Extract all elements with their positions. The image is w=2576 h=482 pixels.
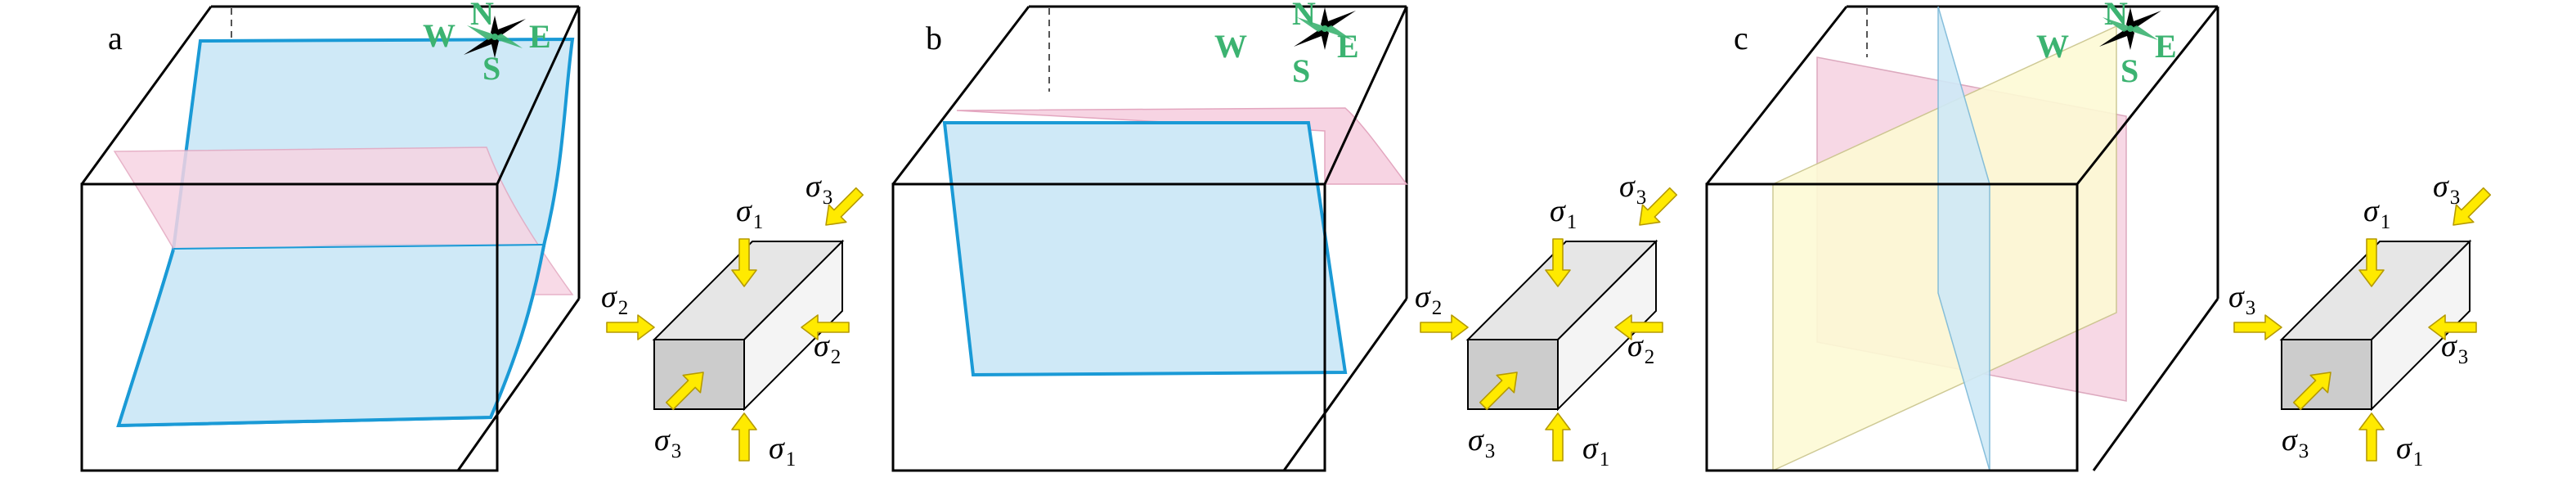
compass-south: S (482, 50, 500, 87)
sigma-front-label: σ3 (2282, 423, 2309, 462)
blue-plane-front (116, 245, 545, 428)
compass-east: E (529, 18, 551, 55)
block-side (2371, 239, 2471, 412)
panel-b: b W N E S (891, 0, 1683, 472)
sigma3-left-arrow (2233, 314, 2282, 340)
panel-label-a: a (108, 20, 123, 56)
block-side (743, 239, 843, 412)
sigma1-bottom-arrow (2358, 412, 2385, 462)
sigma-back-label: σ3 (2433, 169, 2460, 209)
box-back-edges (211, 5, 581, 471)
stress-block-b: σ1 σ2 σ2 σ1 σ3 σ3 (1415, 169, 1683, 471)
sigma-left-label: σ3 (2228, 280, 2255, 319)
compass-east: E (1337, 28, 1359, 65)
sigma-left-label: σ2 (1415, 280, 1442, 319)
sigma2-left-arrow (1420, 314, 1469, 340)
sigma-top-label: σ1 (1550, 194, 1577, 233)
sigma-right-label: σ2 (1627, 329, 1654, 368)
panel-label-b: b (926, 20, 942, 56)
panel-a: a W N E S (80, 0, 869, 472)
box-back-edges (1029, 5, 1408, 471)
sigma-right-label: σ3 (2441, 329, 2468, 368)
block-side (1557, 239, 1657, 412)
compass-west: W (2036, 28, 2069, 65)
sigma-left-label: σ2 (601, 280, 628, 319)
sigma-front-label: σ3 (1468, 423, 1495, 462)
compass-south: S (1292, 52, 1310, 89)
compass-west: W (423, 17, 456, 54)
box-front-edges (1705, 6, 2219, 472)
box-back-edges (1847, 5, 2219, 471)
compass-north: N (2104, 0, 2128, 32)
sigma-bottom-label: σ1 (769, 431, 796, 471)
box-front-edges (891, 6, 1408, 472)
blue-fault-plane (942, 121, 1348, 377)
sigma2-left-arrow (606, 314, 655, 340)
sigma-front-label: σ3 (654, 423, 681, 462)
compass-south: S (2120, 52, 2138, 89)
panel-c: c W N E S (1705, 0, 2497, 472)
panel-label-c: c (1734, 20, 1748, 56)
compass-west: W (1214, 28, 1247, 65)
compass-north: N (470, 0, 494, 32)
sigma-top-label: σ1 (2363, 194, 2390, 233)
stress-block-c: σ1 σ3 σ3 σ1 σ3 σ3 (2228, 169, 2497, 471)
sigma-bottom-label: σ1 (1582, 431, 1609, 471)
compass-rose-b: W N E S (1214, 0, 1359, 89)
box-front-edges (80, 6, 581, 472)
sigma-bottom-label: σ1 (2396, 431, 2423, 471)
stress-block-a: σ1 σ2 σ2 σ1 σ3 σ3 (601, 169, 869, 471)
blue-fault-plane (1937, 6, 1990, 471)
sigma1-bottom-arrow (731, 412, 757, 462)
sigma-right-label: σ2 (814, 329, 841, 368)
sigma-back-label: σ3 (806, 169, 832, 209)
sigma-top-label: σ1 (736, 194, 763, 233)
compass-rose-c: W N E S (2036, 0, 2177, 89)
compass-east: E (2155, 28, 2177, 65)
compass-north: N (1292, 0, 1316, 32)
sigma-back-label: σ3 (1619, 169, 1646, 209)
compass-rose-a: W N E S (423, 0, 551, 87)
sigma1-bottom-arrow (1545, 412, 1571, 462)
